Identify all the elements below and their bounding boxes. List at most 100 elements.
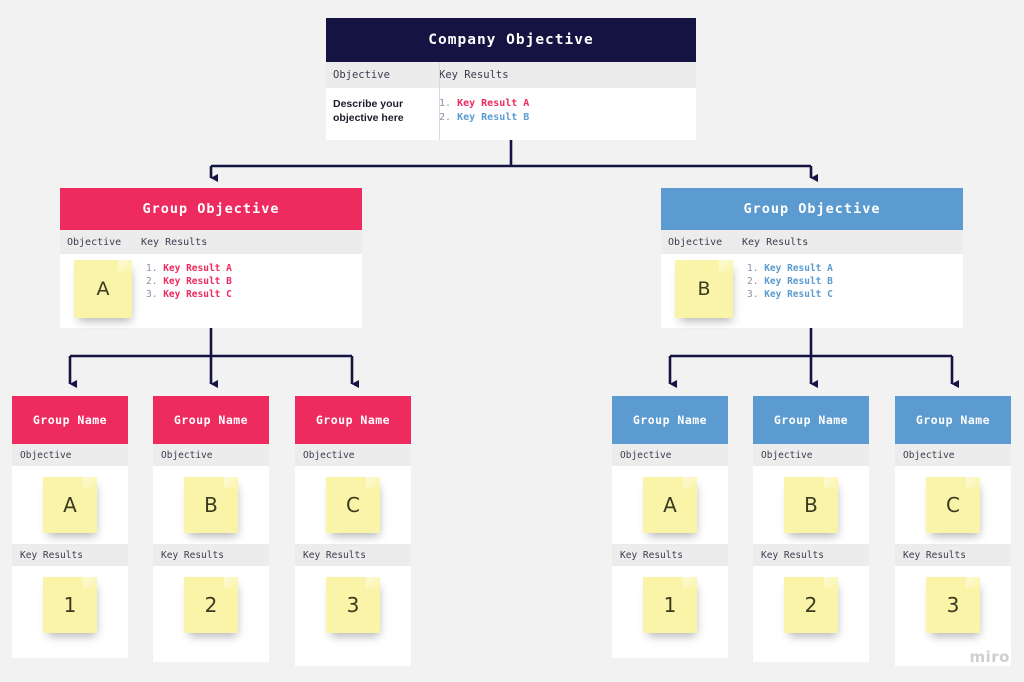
group-name-card-2[interactable]: Group Name Objective B Key Results 2 — [153, 396, 269, 662]
key-result-item[interactable]: 2. Key Result B — [747, 275, 833, 288]
key-result-item[interactable]: 1. Key Result A — [747, 262, 833, 275]
group-key-result-list: 1. Key Result A 2. Key Result B 3. Key R… — [747, 260, 833, 328]
key-result-note-block: 2 — [153, 566, 269, 644]
objective-note-block: B — [153, 466, 269, 544]
key-result-item[interactable]: 2. Key Result B — [439, 111, 529, 125]
group-name-title: Group Name — [153, 396, 269, 444]
key-result-text: Key Result B — [764, 276, 833, 287]
key-result-note-block: 2 — [753, 566, 869, 644]
company-column-headers: Objective Key Results — [326, 62, 696, 88]
key-result-number: 1. — [439, 98, 452, 109]
key-result-text: Key Result A — [163, 263, 232, 274]
key-result-item[interactable]: 3. Key Result C — [747, 288, 833, 301]
leaf-label-objective: Objective — [12, 444, 128, 466]
key-result-number: 2. — [747, 276, 759, 287]
group-name-card-5[interactable]: Group Name Objective B Key Results 2 — [753, 396, 869, 662]
group-objective-title: Group Objective — [60, 188, 362, 230]
key-result-number: 2. — [439, 111, 452, 123]
sticky-note[interactable]: C — [326, 477, 380, 533]
group-name-card-3[interactable]: Group Name Objective C Key Results 3 — [295, 396, 411, 666]
objective-note-block: B — [753, 466, 869, 544]
company-objective-card[interactable]: Company Objective Objective Key Results … — [326, 18, 696, 140]
sticky-note[interactable]: A — [43, 477, 97, 533]
leaf-label-key-results: Key Results — [12, 544, 128, 566]
sticky-note[interactable]: 2 — [184, 577, 238, 633]
leaf-label-key-results: Key Results — [753, 544, 869, 566]
group-name-title: Group Name — [895, 396, 1011, 444]
leaf-label-objective: Objective — [295, 444, 411, 466]
key-result-item[interactable]: 1. Key Result A — [146, 262, 232, 275]
group-objective-card-left[interactable]: Group Objective Objective Key Results A … — [60, 188, 362, 328]
sticky-note[interactable]: B — [784, 477, 838, 533]
objective-note-block: C — [895, 466, 1011, 544]
group-name-title: Group Name — [12, 396, 128, 444]
company-objective-title: Company Objective — [326, 18, 696, 62]
group-column-headers: Objective Key Results — [60, 230, 362, 254]
objective-note-block: A — [612, 466, 728, 544]
column-header-key-results: Key Results — [742, 236, 809, 248]
key-result-number: 3. — [747, 289, 759, 300]
objective-note-block: A — [12, 466, 128, 544]
key-result-note-block: 3 — [295, 566, 411, 644]
column-header-objective: Objective — [67, 236, 122, 248]
group-body: A 1. Key Result A 2. Key Result B 3. Key… — [60, 254, 362, 328]
objective-note-block: C — [295, 466, 411, 544]
key-result-number: 1. — [146, 263, 158, 274]
group-objective-title: Group Objective — [661, 188, 963, 230]
sticky-note[interactable]: 2 — [784, 577, 838, 633]
sticky-note[interactable]: 3 — [326, 577, 380, 633]
key-result-note-block: 3 — [895, 566, 1011, 644]
key-result-item[interactable]: 1. Key Result A — [439, 97, 529, 111]
leaf-label-key-results: Key Results — [295, 544, 411, 566]
group-name-card-4[interactable]: Group Name Objective A Key Results 1 — [612, 396, 728, 658]
key-result-text: Key Result A — [457, 98, 530, 109]
key-result-text: Key Result B — [163, 276, 232, 287]
company-body: Describe your objective here 1. Key Resu… — [326, 88, 696, 140]
leaf-label-objective: Objective — [612, 444, 728, 466]
miro-watermark: miro — [969, 648, 1010, 666]
column-divider — [439, 62, 440, 140]
key-result-note-block: 1 — [612, 566, 728, 644]
group-key-result-list: 1. Key Result A 2. Key Result B 3. Key R… — [146, 260, 232, 328]
sticky-note[interactable]: C — [926, 477, 980, 533]
sticky-note[interactable]: 3 — [926, 577, 980, 633]
sticky-note[interactable]: B — [675, 260, 733, 318]
column-header-objective: Objective — [668, 236, 723, 248]
key-result-item[interactable]: 2. Key Result B — [146, 275, 232, 288]
key-result-text: Key Result C — [764, 289, 833, 300]
company-key-result-list: 1. Key Result A 2. Key Result B — [439, 97, 529, 140]
key-result-text: Key Result C — [163, 289, 232, 300]
group-body: B 1. Key Result A 2. Key Result B 3. Key… — [661, 254, 963, 328]
leaf-label-objective: Objective — [753, 444, 869, 466]
sticky-note[interactable]: B — [184, 477, 238, 533]
column-header-key-results: Key Results — [141, 236, 208, 248]
leaf-label-objective: Objective — [895, 444, 1011, 466]
leaf-label-key-results: Key Results — [153, 544, 269, 566]
column-header-objective: Objective — [333, 69, 390, 81]
key-result-number: 1. — [747, 263, 759, 274]
group-name-title: Group Name — [753, 396, 869, 444]
key-result-text: Key Result A — [764, 263, 833, 274]
company-objective-text[interactable]: Describe your objective here — [333, 98, 404, 124]
group-name-card-6[interactable]: Group Name Objective C Key Results 3 — [895, 396, 1011, 666]
group-name-card-1[interactable]: Group Name Objective A Key Results 1 — [12, 396, 128, 658]
sticky-note[interactable]: 1 — [43, 577, 97, 633]
key-result-number: 3. — [146, 289, 158, 300]
objective-note-cell: B — [661, 260, 747, 328]
objective-note-cell: A — [60, 260, 146, 328]
group-column-headers: Objective Key Results — [661, 230, 963, 254]
leaf-label-key-results: Key Results — [612, 544, 728, 566]
leaf-label-objective: Objective — [153, 444, 269, 466]
key-result-text: Key Result B — [457, 111, 530, 123]
group-objective-card-right[interactable]: Group Objective Objective Key Results B … — [661, 188, 963, 328]
group-name-title: Group Name — [295, 396, 411, 444]
sticky-note[interactable]: 1 — [643, 577, 697, 633]
leaf-label-key-results: Key Results — [895, 544, 1011, 566]
sticky-note[interactable]: A — [74, 260, 132, 318]
sticky-note[interactable]: A — [643, 477, 697, 533]
column-header-key-results: Key Results — [439, 69, 509, 81]
group-name-title: Group Name — [612, 396, 728, 444]
key-result-item[interactable]: 3. Key Result C — [146, 288, 232, 301]
key-result-note-block: 1 — [12, 566, 128, 644]
